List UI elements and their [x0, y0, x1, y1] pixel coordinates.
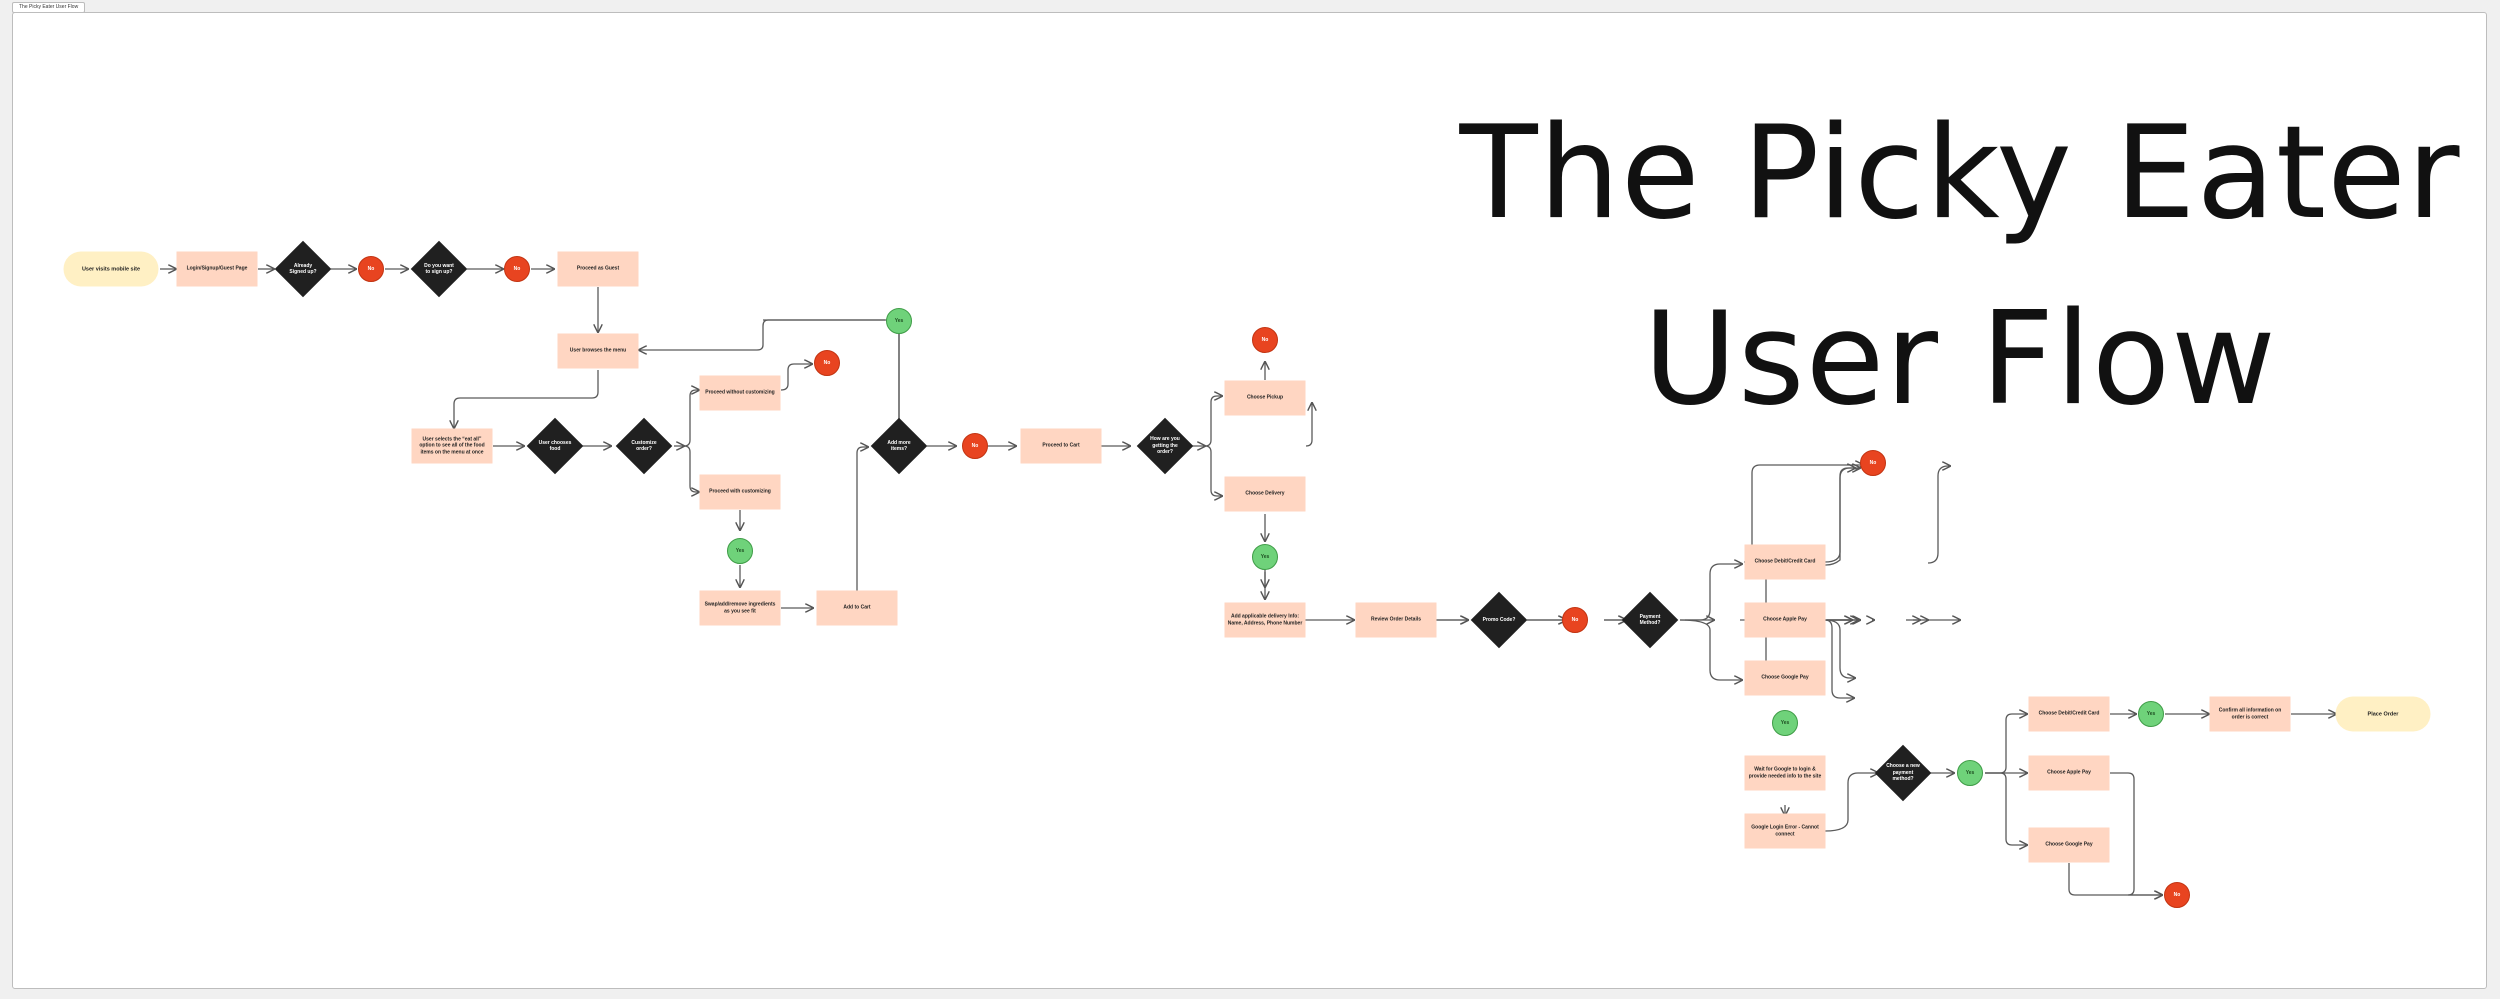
- yes-circle[interactable]: Yes: [1252, 544, 1278, 570]
- decision-label: Promo Code?: [1482, 616, 1516, 623]
- decision-want-sign-up[interactable]: Do you want to sign up?: [419, 249, 459, 289]
- no-circle[interactable]: No: [962, 433, 988, 459]
- swap-ingredients[interactable]: Swap/add/remove ingredients as you see f…: [699, 590, 781, 626]
- decision-label: How are you getting the order?: [1150, 436, 1180, 456]
- page-title-line-1: The Picky Eater: [1459, 99, 2461, 248]
- decision-label: Choose a new payment method?: [1886, 763, 1920, 783]
- decision-how-getting-order[interactable]: How are you getting the order?: [1145, 426, 1185, 466]
- confirm-order-info[interactable]: Confirm all information on order is corr…: [2209, 696, 2291, 732]
- no-circle[interactable]: No: [358, 256, 384, 282]
- decision-label: Customize order?: [631, 439, 657, 453]
- decision-label: Add more items?: [887, 439, 911, 453]
- browse-menu[interactable]: User browses the menu: [557, 333, 639, 369]
- review-order-details[interactable]: Review Order Details: [1355, 602, 1437, 638]
- decision-label: User chooses food: [538, 439, 572, 453]
- choose-google-pay[interactable]: Choose Google Pay: [1744, 660, 1826, 696]
- start-visit-site[interactable]: User visits mobile site: [63, 251, 159, 287]
- choose-debit-credit-card[interactable]: Choose Debit/Credit Card: [1744, 544, 1826, 580]
- no-circle[interactable]: No: [504, 256, 530, 282]
- proceed-without-customizing[interactable]: Proceed without customizing: [699, 375, 781, 411]
- yes-circle[interactable]: Yes: [2138, 701, 2164, 727]
- eat-all-option[interactable]: User selects the “eat all” option to see…: [411, 428, 493, 464]
- decision-new-payment-method[interactable]: Choose a new payment method?: [1883, 753, 1923, 793]
- yes-circle[interactable]: Yes: [886, 308, 912, 334]
- decision-chooses-food[interactable]: User chooses food: [535, 426, 575, 466]
- yes-circle[interactable]: Yes: [727, 538, 753, 564]
- decision-customize-order[interactable]: Customize order?: [624, 426, 664, 466]
- end-place-order[interactable]: Place Order: [2335, 696, 2431, 732]
- choose-debit-credit-card-2[interactable]: Choose Debit/Credit Card: [2028, 696, 2110, 732]
- proceed-to-cart[interactable]: Proceed to Cart: [1020, 428, 1102, 464]
- decision-label: Already Signed up?: [289, 262, 317, 276]
- yes-circle[interactable]: Yes: [1957, 760, 1983, 786]
- choose-google-pay-2[interactable]: Choose Google Pay: [2028, 827, 2110, 863]
- choose-apple-pay-2[interactable]: Choose Apple Pay: [2028, 755, 2110, 791]
- google-login-error[interactable]: Google Login Error - Cannot connect: [1744, 813, 1826, 849]
- no-circle[interactable]: No: [1252, 327, 1278, 353]
- no-circle[interactable]: No: [814, 350, 840, 376]
- wait-for-google[interactable]: Wait for Google to login & provide neede…: [1744, 755, 1826, 791]
- decision-payment-method[interactable]: Payment Method?: [1630, 600, 1670, 640]
- no-circle[interactable]: No: [1860, 450, 1886, 476]
- decision-promo-code[interactable]: Promo Code?: [1479, 600, 1519, 640]
- login-signup-guest-page[interactable]: Login/Signup/Guest Page: [176, 251, 258, 287]
- choose-apple-pay[interactable]: Choose Apple Pay: [1744, 602, 1826, 638]
- add-to-cart[interactable]: Add to Cart: [816, 590, 898, 626]
- choose-delivery[interactable]: Choose Delivery: [1224, 476, 1306, 512]
- no-circle[interactable]: No: [1562, 607, 1588, 633]
- decision-label: Payment Method?: [1639, 613, 1661, 627]
- choose-pickup[interactable]: Choose Pickup: [1224, 380, 1306, 416]
- no-circle[interactable]: No: [2164, 882, 2190, 908]
- page-title-line-2: User Flow: [1643, 285, 2277, 434]
- decision-already-signed-up[interactable]: Already Signed up?: [283, 249, 323, 289]
- proceed-as-guest[interactable]: Proceed as Guest: [557, 251, 639, 287]
- decision-label: Do you want to sign up?: [424, 262, 454, 276]
- proceed-with-customizing[interactable]: Proceed with customizing: [699, 474, 781, 510]
- delivery-info[interactable]: Add applicable delivery Info: Name, Addr…: [1224, 602, 1306, 638]
- yes-circle[interactable]: Yes: [1772, 710, 1798, 736]
- decision-add-more-items[interactable]: Add more items?: [879, 426, 919, 466]
